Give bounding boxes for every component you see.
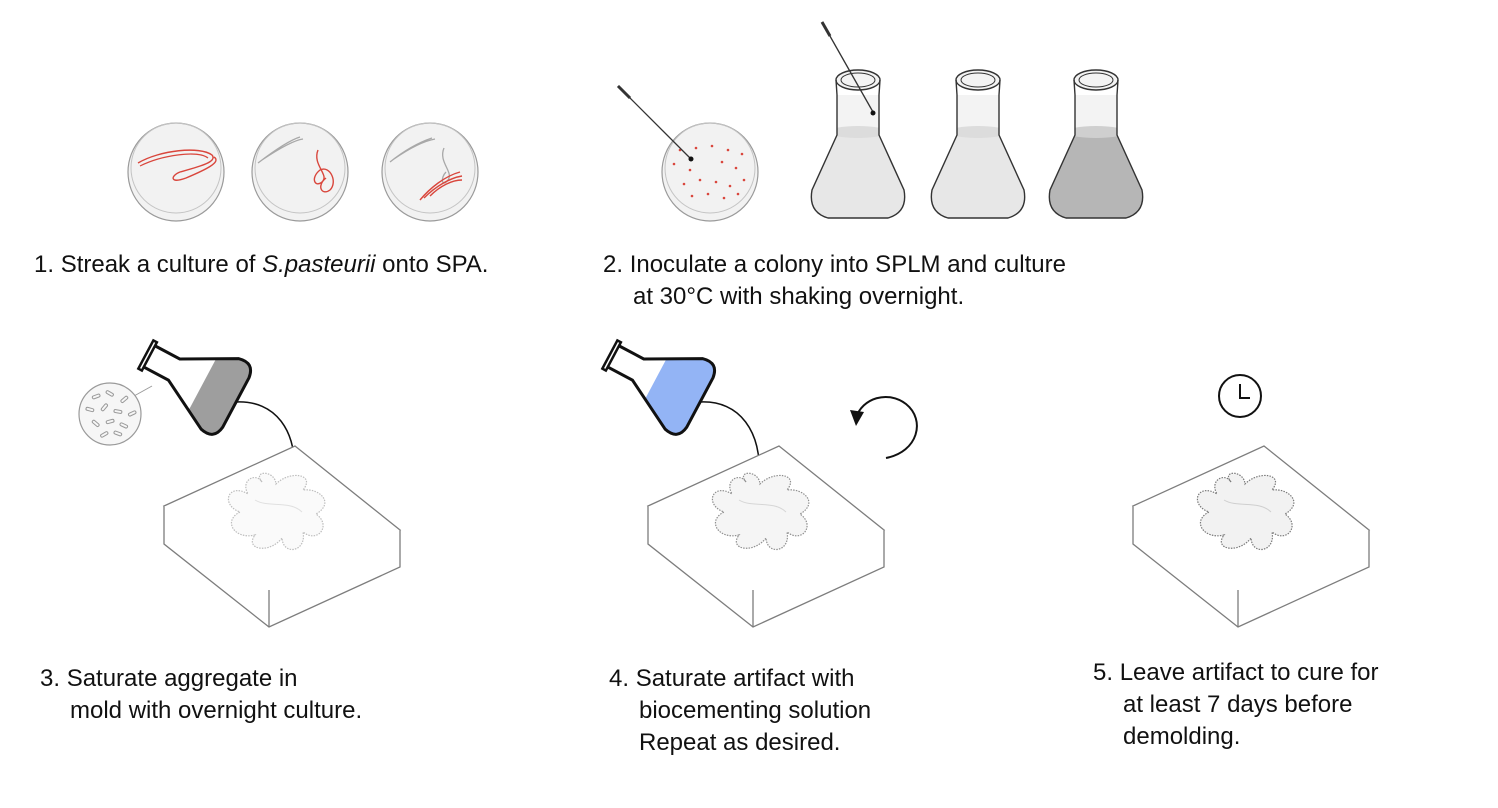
step4-caption: 4. Saturate artifact with biocementing s… bbox=[609, 663, 871, 759]
clock-icon bbox=[1218, 374, 1262, 418]
erlenmeyer-flask-icon bbox=[1048, 69, 1144, 219]
step2-inoculation bbox=[616, 21, 1144, 222]
petri-dish-icon bbox=[251, 122, 349, 222]
step5-number: 5. bbox=[1093, 659, 1114, 686]
mold-block-icon bbox=[162, 445, 402, 628]
step2-line-1: Inoculate a colony into SPLM and culture bbox=[629, 251, 1066, 278]
step3-number: 3. bbox=[40, 665, 61, 692]
step2-number: 2. bbox=[603, 251, 624, 278]
mold-block-icon bbox=[646, 445, 886, 628]
step4-line-1: Saturate artifact with bbox=[635, 665, 855, 692]
step3-saturate-aggregate bbox=[78, 338, 402, 628]
step2-line-2: at 30°C with shaking overnight. bbox=[633, 283, 965, 310]
step2-caption: 2. Inoculate a colony into SPLM and cult… bbox=[603, 249, 1066, 313]
petri-dish-icon bbox=[127, 122, 225, 222]
step1-number: 1. bbox=[34, 251, 55, 278]
step4-saturate-artifact bbox=[600, 338, 918, 628]
step5-line-2: at least 7 days before bbox=[1123, 691, 1353, 718]
erlenmeyer-flask-icon bbox=[136, 338, 253, 436]
step5-caption: 5. Leave artifact to cure for at least 7… bbox=[1093, 657, 1378, 753]
step5-line-1: Leave artifact to cure for bbox=[1119, 659, 1379, 686]
step3-line-1: Saturate aggregate in bbox=[66, 665, 298, 692]
inoculation-loop-icon bbox=[616, 84, 694, 162]
step1-text-before: Streak a culture of bbox=[60, 251, 263, 278]
petri-dish-icon bbox=[381, 122, 479, 222]
step4-line-2: biocementing solution bbox=[639, 697, 872, 724]
step1-caption: 1. Streak a culture of S.pasteurii onto … bbox=[34, 249, 488, 281]
step1-organism: S.pasteurii bbox=[262, 251, 376, 278]
bacteria-magnifier-icon bbox=[78, 382, 153, 446]
inoculation-loop-icon bbox=[820, 21, 876, 116]
step4-line-3: Repeat as desired. bbox=[639, 729, 841, 756]
rotate-arrow-icon bbox=[850, 395, 918, 459]
erlenmeyer-flask-icon bbox=[930, 69, 1026, 219]
step3-line-2: mold with overnight culture. bbox=[70, 697, 363, 724]
step4-number: 4. bbox=[609, 665, 630, 692]
step5-cure bbox=[1131, 374, 1371, 628]
mold-block-icon bbox=[1131, 445, 1371, 628]
step3-caption: 3. Saturate aggregate in mold with overn… bbox=[40, 663, 362, 727]
erlenmeyer-flask-icon bbox=[810, 69, 906, 219]
step1-text-after: onto SPA. bbox=[375, 251, 489, 278]
erlenmeyer-flask-icon bbox=[600, 338, 717, 436]
step5-line-3: demolding. bbox=[1123, 723, 1241, 750]
petri-dish-icon bbox=[661, 122, 759, 222]
step1-streak-plates bbox=[127, 122, 479, 222]
